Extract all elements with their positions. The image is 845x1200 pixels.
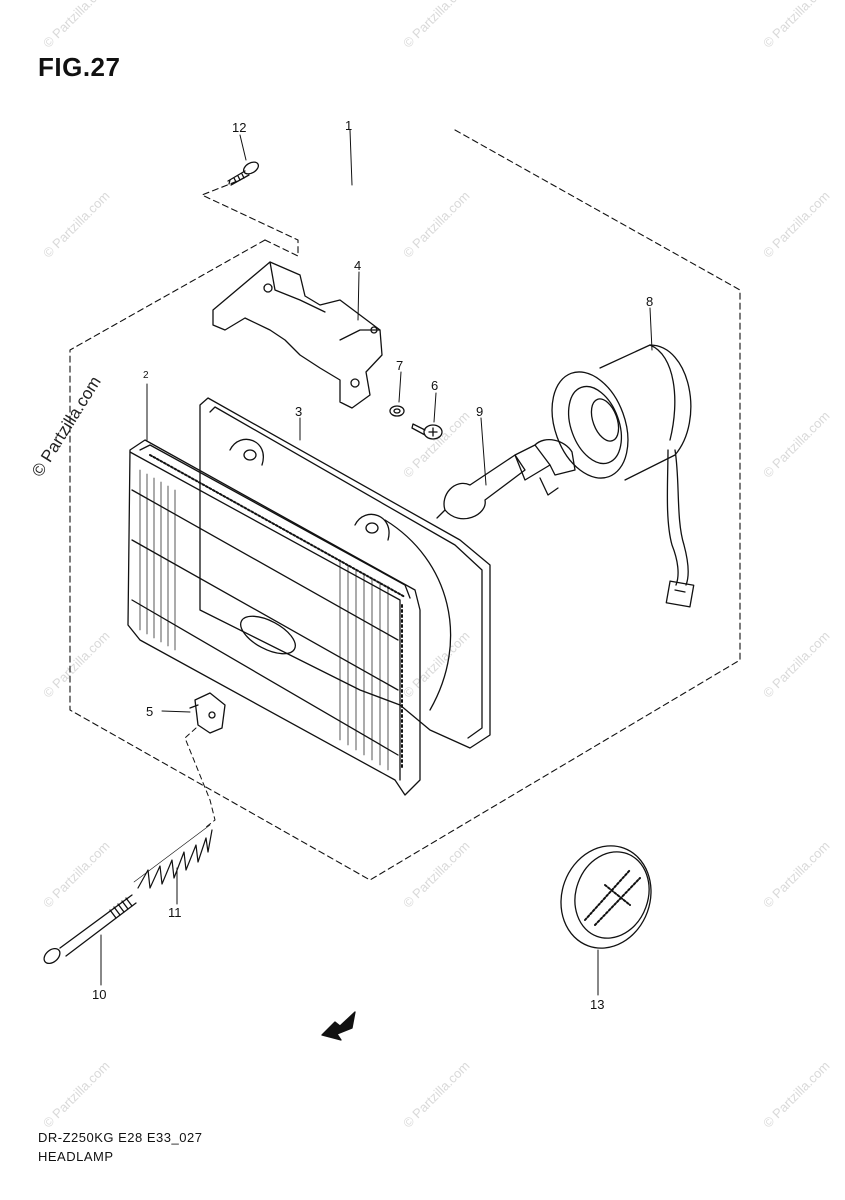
bulb-part-9 — [436, 439, 576, 520]
badge-part-13 — [560, 845, 652, 949]
washer-part-7 — [389, 405, 405, 417]
model-code: DR-Z250KG E28 E33_027 — [38, 1130, 203, 1145]
callout-11[interactable]: 11 — [168, 905, 182, 920]
callout-8[interactable]: 8 — [646, 294, 654, 309]
callout-13[interactable]: 13 — [590, 997, 605, 1012]
clip-part-5 — [189, 692, 226, 734]
spring-part-11 — [133, 824, 213, 889]
callout-9[interactable]: 9 — [476, 404, 484, 419]
bracket-part-4 — [212, 261, 383, 409]
housing-part-3 — [199, 397, 491, 749]
callout-6[interactable]: 6 — [431, 378, 439, 393]
callout-12[interactable]: 12 — [232, 120, 247, 135]
lens-unit-part-2 — [127, 439, 421, 796]
callout-5[interactable]: 5 — [146, 704, 154, 719]
callout-7[interactable]: 7 — [396, 358, 404, 373]
figure-title: FIG.27 — [38, 52, 121, 82]
assembly-boundary — [69, 129, 741, 881]
assembly-boundary-notch — [201, 179, 299, 257]
callout-3[interactable]: 3 — [295, 404, 303, 419]
forward-direction-arrow — [321, 1011, 356, 1041]
callout-1[interactable]: 1 — [345, 118, 353, 133]
socket-part-8 — [551, 344, 695, 608]
callout-10[interactable]: 10 — [92, 987, 107, 1002]
screw-part-12 — [227, 161, 260, 186]
section-name: HEADLAMP — [38, 1149, 114, 1164]
screw-part-6 — [411, 423, 443, 440]
bolt-part-10 — [43, 894, 137, 965]
callout-2[interactable]: 2 — [143, 370, 149, 381]
callout-4[interactable]: 4 — [354, 258, 362, 273]
